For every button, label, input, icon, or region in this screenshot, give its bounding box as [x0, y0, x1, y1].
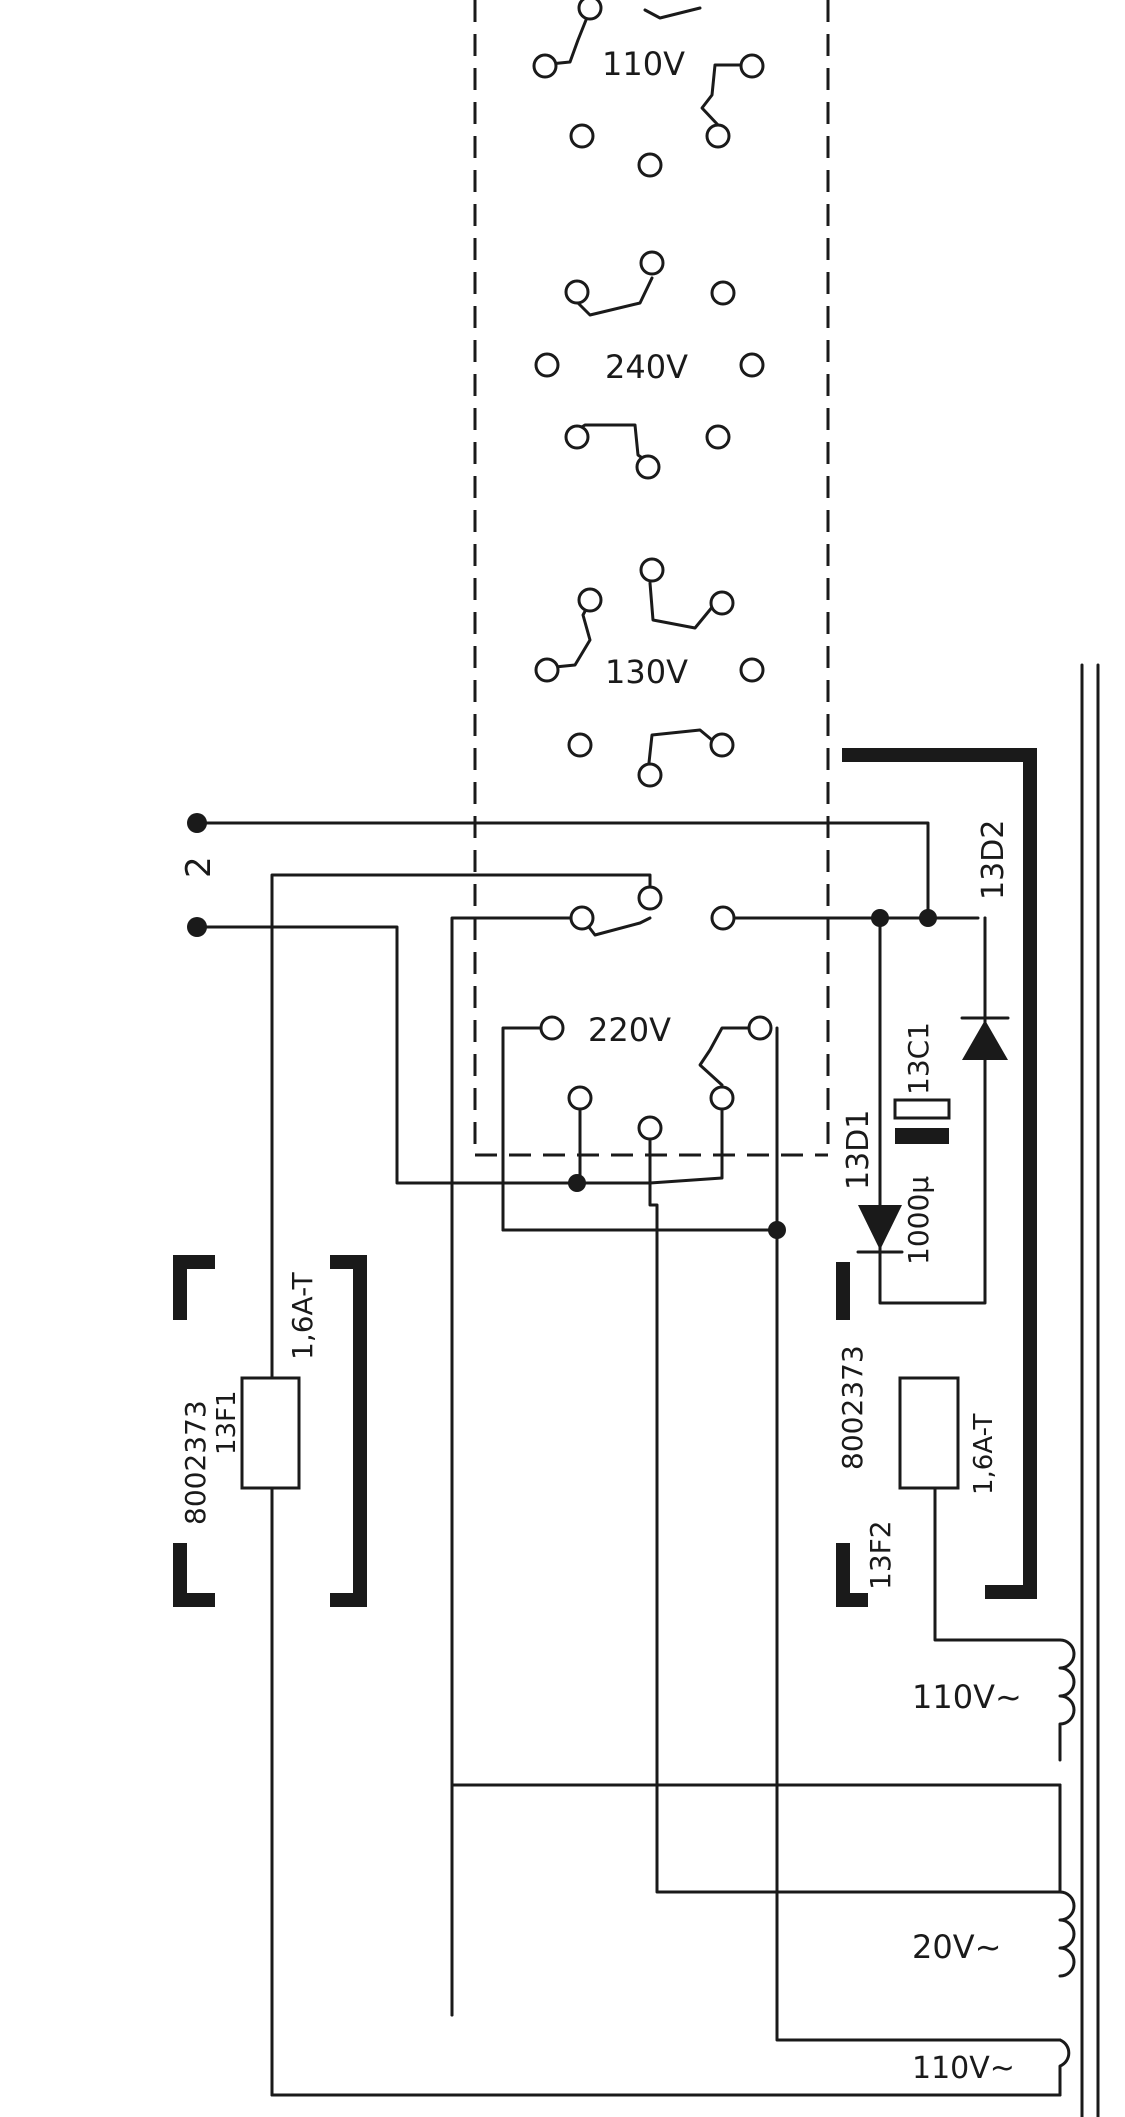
mains-input: 2 [179, 813, 219, 937]
fuse-13f1-rating: 1,6A-T [286, 1271, 319, 1360]
fuse-13f1: 8002373 13F1 1,6A-T [173, 1255, 367, 1607]
label-220v: 220V [588, 1011, 671, 1049]
diode-13d2-label: 13D2 [976, 820, 1011, 900]
fuse-13f2-part: 8002373 [836, 1345, 869, 1470]
selector-110v: 110V [532, 0, 765, 178]
fuse-13f2: 8002373 13F2 1,6A-T [836, 748, 1037, 1607]
winding-1-label: 110V~ [912, 1678, 1022, 1716]
diode-13d1: 13D1 [841, 1110, 904, 1254]
capacitor-ref-label: 13C1 [902, 1022, 935, 1095]
winding-3-label: 110V~ [912, 2051, 1015, 2086]
capacitor-13c1: 13C1 1000μ [893, 1022, 951, 1265]
transformer: 110V~ 20V~ 110V~ [912, 663, 1100, 2117]
selector-240v: 240V [534, 250, 765, 480]
mains-terminal-label: 2 [179, 856, 219, 878]
fuse-13f2-ref: 13F2 [864, 1520, 897, 1590]
winding-2-label: 20V~ [912, 1928, 1001, 1966]
capacitor-value-label: 1000μ [902, 1176, 935, 1265]
fuse-13f2-rating: 1,6A-T [969, 1413, 999, 1495]
diode-13d1-label: 13D1 [841, 1110, 876, 1190]
label-240v: 240V [605, 348, 688, 386]
diode-13d2: 13D2 [960, 820, 1011, 1060]
label-130v: 130V [605, 653, 688, 691]
selector-130v: 130V [534, 557, 765, 788]
fuse-13f1-part: 8002373 [179, 1400, 212, 1525]
label-110v: 110V [602, 45, 685, 83]
fuse-13f1-ref: 13F1 [212, 1390, 242, 1455]
